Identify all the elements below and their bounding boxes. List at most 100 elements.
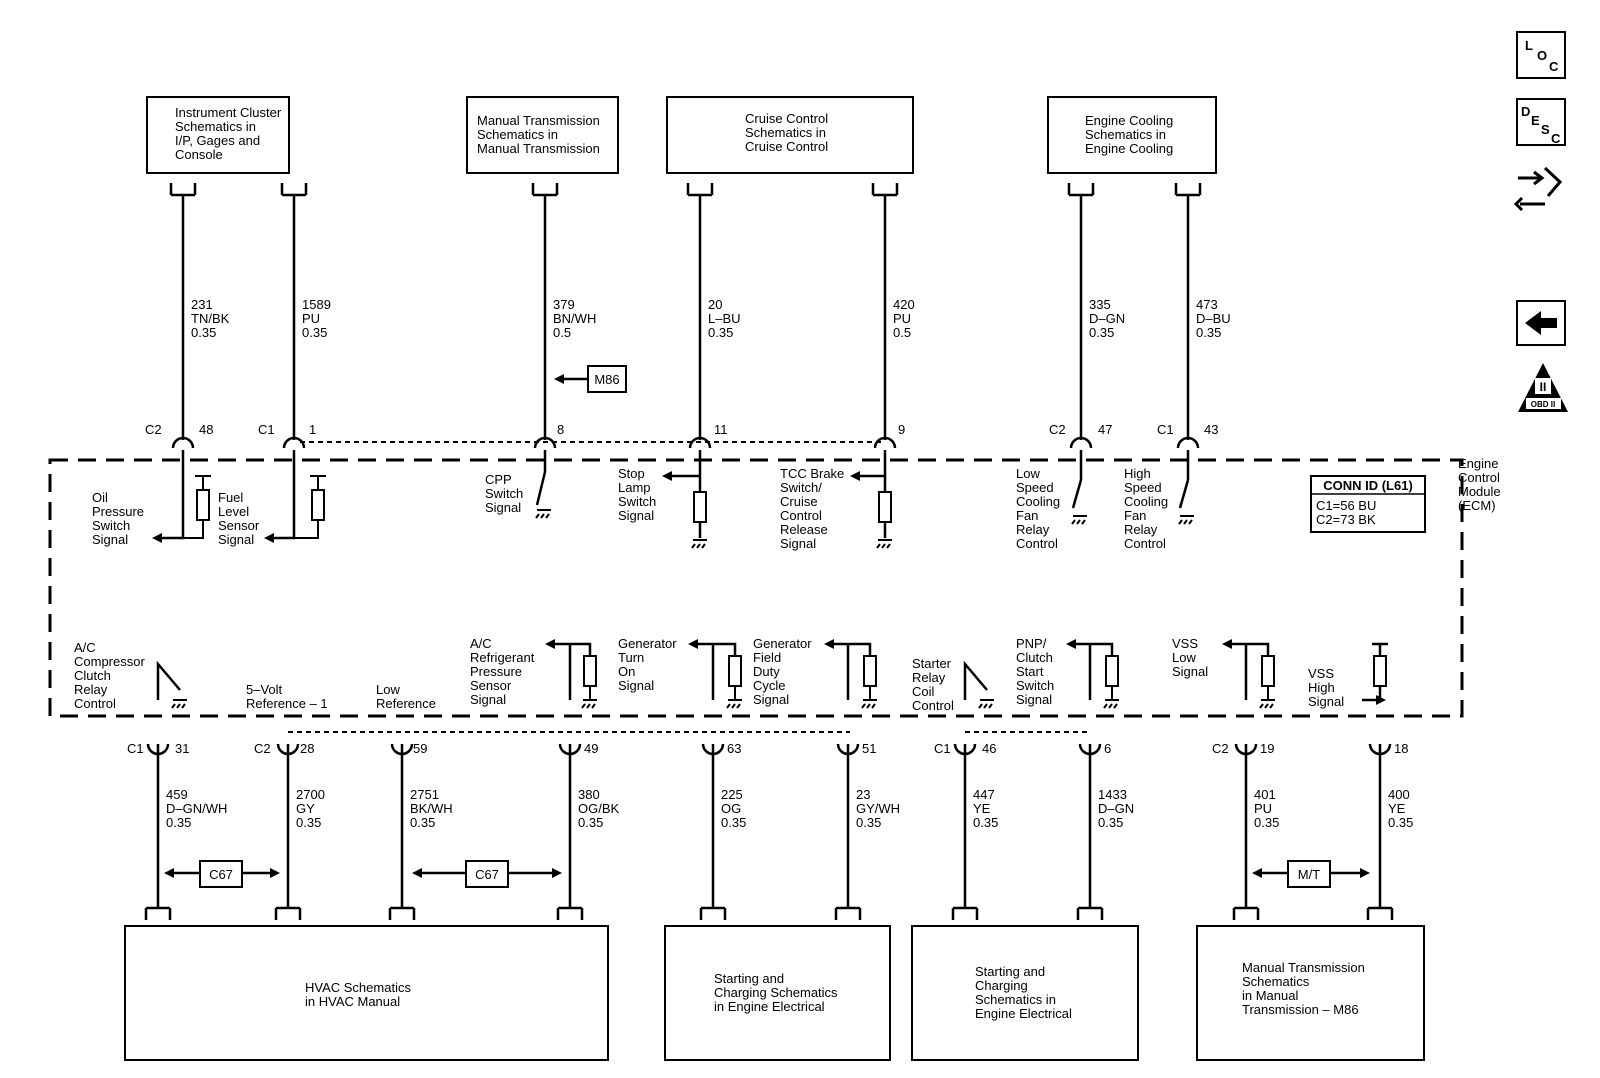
box-hvac[interactable]: HVAC Schematics in HVAC Manual bbox=[124, 925, 609, 1061]
pin-43: 43 bbox=[1204, 422, 1218, 437]
arrowhead-oil bbox=[152, 533, 162, 543]
signal-pnp-clutch: PNP/ Clutch Start Switch Signal bbox=[1016, 636, 1058, 707]
ecm-label: Engine Control Module (ECM) bbox=[1458, 456, 1504, 513]
box-starting-charging-2[interactable]: Starting and Charging Schematics in Engi… bbox=[911, 925, 1139, 1061]
back-arrow-icon[interactable] bbox=[1516, 300, 1566, 346]
svg-text:M86: M86 bbox=[594, 372, 619, 387]
svg-text:O: O bbox=[1537, 48, 1547, 63]
pin-47: 47 bbox=[1098, 422, 1112, 437]
pin-6: 6 bbox=[1104, 741, 1111, 756]
pin-59: 59 bbox=[413, 741, 427, 756]
pin-46: 46 bbox=[982, 741, 996, 756]
box-instrument-cluster[interactable]: Instrument Cluster Schematics in I/P, Ga… bbox=[146, 96, 290, 174]
svg-text:E: E bbox=[1531, 113, 1540, 128]
svg-text:HVAC Schematics in HVAC: HVAC Schematics in HVAC Manual bbox=[305, 980, 415, 1009]
svg-text:Engine Cooling Schematic: Engine Cooling Schematics in Engine Cool… bbox=[1085, 113, 1177, 156]
signal-cpp-switch: CPP Switch Signal bbox=[485, 472, 527, 515]
pin-9: 9 bbox=[898, 422, 905, 437]
arrowhead-tcc bbox=[850, 471, 860, 481]
signal-generator-turn-on: Generator Turn On Signal bbox=[618, 636, 680, 693]
wire-420[interactable]: 420 PU 0.5 9 TCC Brake Switch/ Cruise Co… bbox=[780, 183, 918, 551]
svg-text:Instrument Cluster Schem: Instrument Cluster Schematics in I/P, Ga… bbox=[175, 105, 285, 162]
arrowheads-bottom bbox=[545, 639, 1386, 705]
circuit-225: 225 OG 0.35 bbox=[721, 787, 746, 830]
signal-generator-field: Generator Field Duty Cycle Signal bbox=[753, 636, 815, 707]
tag-mt[interactable]: M/T bbox=[1252, 860, 1370, 888]
circuit-401: 401 PU 0.35 bbox=[1254, 787, 1279, 830]
circuit-400: 400 YE 0.35 bbox=[1388, 787, 1413, 830]
svg-text:Cruise Control Schematic: Cruise Control Schematics in Cruise Cont… bbox=[745, 111, 832, 154]
svg-text:Starting and Charging: Starting and Charging Schematics in Engi… bbox=[975, 964, 1072, 1021]
signal-vss-high: VSS High Signal bbox=[1308, 666, 1344, 709]
signal-oil-pressure: Oil Pressure Switch Signal bbox=[92, 490, 148, 547]
signal-low-reference: Low Reference bbox=[376, 682, 436, 711]
wire-447[interactable]: 447 YE 0.35 C1 46 Starter Relay Coil Con… bbox=[912, 656, 998, 920]
conn-id-title: CONN ID (L61) bbox=[1323, 478, 1413, 493]
svg-text:Manual Transmission Sche: Manual Transmission Schematics in Manual… bbox=[477, 113, 603, 156]
svg-text:L: L bbox=[1525, 38, 1533, 53]
conn-c1: C1 bbox=[258, 422, 275, 437]
box-starting-charging-1[interactable]: Starting and Charging Schematics in Engi… bbox=[664, 925, 891, 1061]
svg-text:C: C bbox=[1551, 131, 1561, 146]
signal-starter-relay: Starter Relay Coil Control bbox=[912, 656, 955, 713]
resistor-stop-lamp bbox=[693, 491, 707, 523]
wire-2700[interactable]: 2700 GY 0.35 C2 28 5–Volt Reference – 1 bbox=[246, 682, 329, 920]
box-engine-cooling[interactable]: Engine Cooling Schematics in Engine Cool… bbox=[1047, 96, 1217, 174]
box-cruise-control[interactable]: Cruise Control Schematics in Cruise Cont… bbox=[666, 96, 914, 174]
wire-335[interactable]: 335 D–GN 0.35 C2 47 Low Speed Cooling Fa… bbox=[1016, 183, 1129, 551]
pin-8: 8 bbox=[557, 422, 564, 437]
signal-5v-reference: 5–Volt Reference – 1 bbox=[246, 682, 328, 711]
svg-text:S: S bbox=[1541, 122, 1550, 137]
pin-51: 51 bbox=[862, 741, 876, 756]
conn-c2: C2 bbox=[145, 422, 162, 437]
circuit-231: 231 TN/BK 0.35 bbox=[191, 297, 233, 340]
circuit-420: 420 PU 0.5 bbox=[893, 297, 918, 340]
svg-text:OBD II: OBD II bbox=[1531, 400, 1555, 409]
ground-symbols-top bbox=[535, 509, 1194, 549]
ecm-boundary bbox=[48, 458, 1464, 718]
wire-401[interactable]: 401 PU 0.35 C2 19 VSS Low Signal bbox=[1172, 636, 1279, 920]
conn-id-c1: C1=56 BU bbox=[1316, 498, 1376, 513]
pin-48: 48 bbox=[199, 422, 213, 437]
wire-23[interactable]: 23 GY/WH 0.35 51 Generator Field Duty Cy… bbox=[753, 636, 904, 920]
resistor-oil-pressure bbox=[183, 475, 211, 539]
pin-11: 11 bbox=[714, 422, 728, 437]
desc-icon[interactable]: D E S C bbox=[1516, 98, 1566, 146]
diagnostic-wrench-icon[interactable] bbox=[1513, 166, 1563, 212]
wire-1433[interactable]: 1433 D–GN 0.35 6 PNP/ Clutch Start Switc… bbox=[1016, 636, 1138, 920]
pin-28: 28 bbox=[300, 741, 314, 756]
circuit-20: 20 L–BU 0.35 bbox=[708, 297, 744, 340]
circuit-2751: 2751 BK/WH 0.35 bbox=[410, 787, 456, 830]
tag-c67-right[interactable]: C67 bbox=[412, 860, 562, 888]
conn-c2: C2 bbox=[1212, 741, 1229, 756]
signal-fuel-level: Fuel Level Sensor Signal bbox=[218, 490, 263, 547]
circuit-447: 447 YE 0.35 bbox=[973, 787, 998, 830]
wire-1589[interactable]: 1589 PU 0.35 C1 1 Fuel Level Sensor Sign… bbox=[218, 183, 335, 547]
svg-text:M/T: M/T bbox=[1298, 867, 1320, 882]
box-manual-transmission-m86[interactable]: Manual Transmission Schematics in Manual… bbox=[1196, 925, 1425, 1061]
wire-379[interactable]: 379 BN/WH 0.5 8 CPP Switch Signal bbox=[485, 183, 600, 515]
wire-473[interactable]: 473 D–BU 0.35 C1 43 High Speed Cooling F… bbox=[1124, 183, 1234, 551]
obd-ii-icon: II OBD II bbox=[1518, 363, 1568, 412]
pin-63: 63 bbox=[727, 741, 741, 756]
pin-18: 18 bbox=[1394, 741, 1408, 756]
wire-20[interactable]: 20 L–BU 0.35 11 Stop Lamp Switch Signal bbox=[618, 183, 744, 538]
pin-1: 1 bbox=[309, 422, 316, 437]
wire-231[interactable]: 231 TN/BK 0.35 C2 48 Oil Pressure Switch… bbox=[92, 183, 233, 547]
svg-text:C: C bbox=[1549, 59, 1559, 74]
arrowhead-fuel bbox=[264, 533, 274, 543]
svg-text:D: D bbox=[1521, 104, 1530, 119]
loc-icon[interactable]: L O C bbox=[1516, 31, 1566, 79]
wire-2751[interactable]: 2751 BK/WH 0.35 59 Low Reference bbox=[376, 682, 456, 920]
signal-ac-refrigerant: A/C Refrigerant Pressure Sensor Signal bbox=[470, 636, 538, 707]
tag-c67-left[interactable]: C67 bbox=[164, 860, 280, 888]
tag-m86[interactable]: M86 bbox=[554, 365, 627, 393]
signal-stop-lamp: Stop Lamp Switch Signal bbox=[618, 466, 660, 523]
svg-text:C67: C67 bbox=[475, 867, 499, 882]
wire-380[interactable]: 380 OG/BK 0.35 49 A/C Refrigerant Pressu… bbox=[470, 636, 623, 920]
signal-low-speed-fan: Low Speed Cooling Fan Relay Control bbox=[1016, 466, 1064, 551]
box-manual-transmission-top[interactable]: Manual Transmission Schematics in Manual… bbox=[466, 96, 619, 174]
resistors-bottom bbox=[583, 655, 1387, 687]
wire-225[interactable]: 225 OG 0.35 63 Generator Turn On Signal bbox=[618, 636, 746, 920]
wire-459[interactable]: 459 D–GN/WH 0.35 C1 31 A/C Compressor Cl… bbox=[74, 640, 231, 920]
